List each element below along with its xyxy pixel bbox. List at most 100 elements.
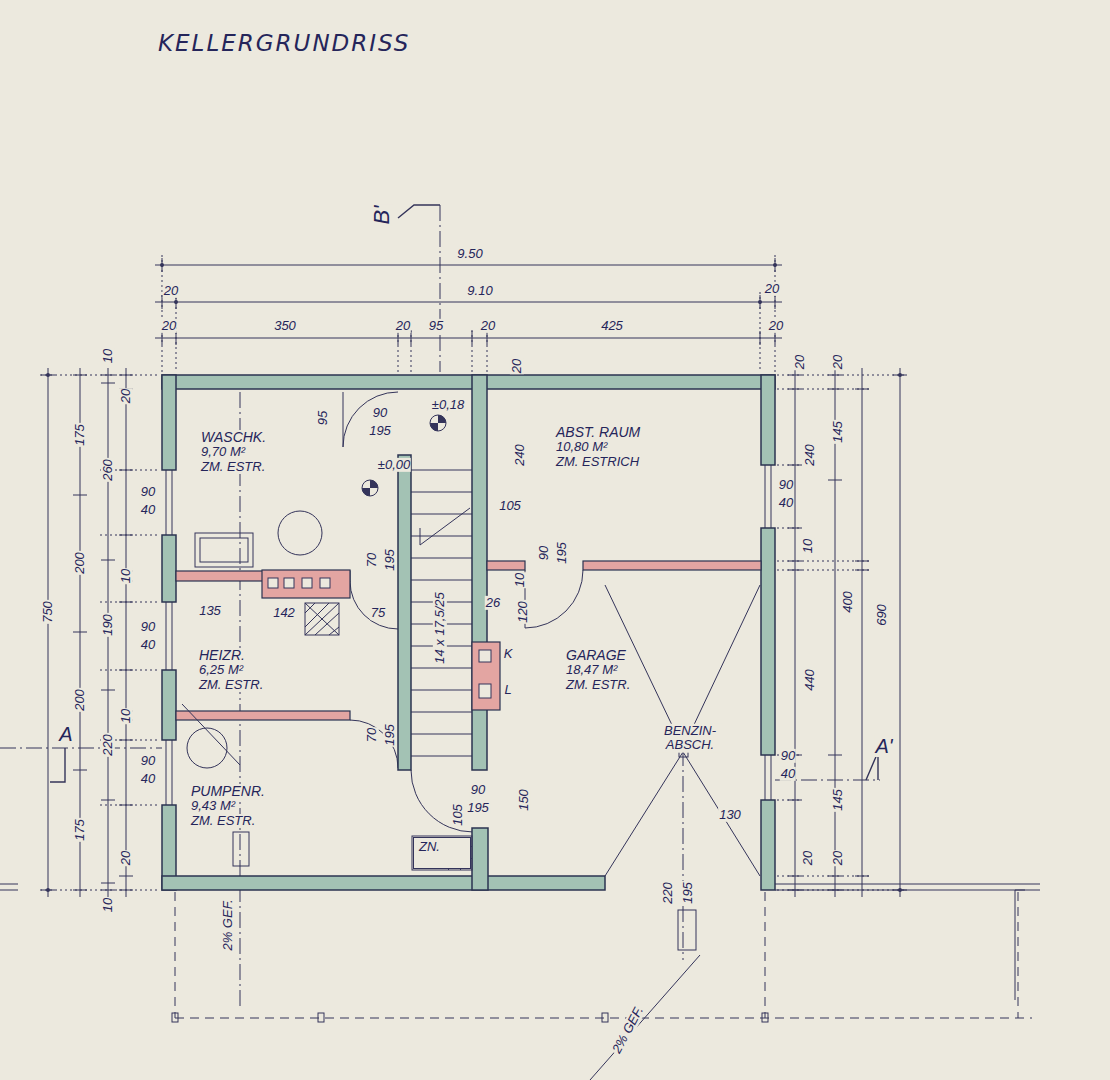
wall: [162, 876, 605, 890]
dimension-label: 40: [140, 638, 156, 652]
level-mark: [362, 415, 446, 496]
dimension-label: 90: [537, 545, 551, 561]
dimension-label: 260: [101, 458, 115, 482]
room-label: GARAGE18,47 M²ZM. ESTR.: [565, 648, 631, 692]
axis-line: [240, 392, 241, 1010]
fixture: [305, 603, 339, 635]
dimension-line: [155, 265, 782, 266]
dimension-label: 10: [101, 348, 115, 364]
wall: [761, 375, 775, 465]
dimension-line: [862, 368, 863, 897]
dimension-label: 40: [778, 496, 794, 510]
dimension-label: 95: [428, 319, 444, 333]
terrace-post: [318, 1013, 324, 1022]
room-label: ABST. RAUM10,80 M²ZM. ESTRICH: [555, 425, 641, 469]
dimension-label: 10: [513, 572, 527, 588]
fixture: [182, 704, 240, 765]
dimension-label: 14 x 17,5/25: [433, 591, 447, 665]
dimension-label: 690: [875, 603, 889, 627]
wall: [162, 535, 176, 602]
flue-opening: [284, 578, 294, 588]
flue-opening: [268, 578, 278, 588]
dimension-label: 90: [372, 406, 388, 420]
dimension-label: 195: [681, 881, 695, 905]
level-mark: [430, 415, 446, 431]
room-note: ZM. ESTR.: [200, 460, 266, 474]
dimension-label: 90: [470, 783, 486, 797]
stair-step: [411, 668, 472, 669]
dimension-label: B': [370, 205, 394, 226]
terrace-post: [602, 1013, 608, 1022]
terrace-edge: [775, 890, 1040, 891]
terrace-post: [762, 1013, 768, 1022]
axis-line: [440, 205, 441, 372]
terrace-outline: [175, 892, 176, 1018]
dimension-label: 195: [383, 548, 397, 572]
dimension-label: 2% GEF.: [221, 898, 235, 951]
window-mark: [166, 470, 172, 805]
axis-line: [683, 750, 684, 960]
dimension-label: 195: [466, 801, 490, 815]
terrace-edge: [0, 890, 18, 891]
room-name: ZN.: [418, 840, 441, 854]
extension-line: [777, 375, 905, 890]
dimension-label: 10: [101, 897, 115, 913]
wall: [398, 455, 411, 770]
dimension-label: 95: [316, 410, 330, 426]
dimension-label: 40: [140, 772, 156, 786]
dimension-line: [900, 368, 901, 897]
dimension-label: 200: [73, 688, 87, 712]
room-name: ABST. RAUM: [555, 425, 641, 440]
dimension-label: 90: [778, 478, 794, 492]
terrace-edge: [1015, 890, 1016, 1000]
axis-line: [0, 205, 880, 1010]
fixture: [233, 832, 249, 866]
fixture: [305, 603, 339, 635]
dimension-label: ±0,18: [431, 398, 465, 412]
dimension-line: [162, 258, 775, 345]
dimension-label: 425: [600, 319, 624, 333]
dimension-label: 90: [140, 754, 156, 768]
stair-step: [411, 712, 472, 713]
dimension-label: 26: [485, 596, 501, 610]
dimension-label: 175: [73, 818, 87, 842]
room-note: 10,80 M²: [555, 440, 608, 454]
stair-step: [411, 470, 472, 756]
dimension-label: 70: [365, 552, 379, 568]
dimension-label: A: [58, 723, 73, 745]
level-mark: [362, 480, 378, 496]
room-note: ZM. ESTR.: [190, 814, 256, 828]
dimension-label: 2% GEF.: [609, 1003, 647, 1057]
dimension-label: 9.50: [456, 247, 483, 261]
flue-opening: [479, 650, 491, 662]
dimension-label: A': [874, 735, 893, 757]
terrace-edge: [0, 884, 1040, 1080]
fixture: [200, 538, 248, 562]
stair-step: [420, 508, 470, 545]
stair-step: [411, 558, 472, 559]
room-note: 9,70 M²: [200, 445, 246, 459]
fixture: [278, 511, 322, 555]
terrace-outline: [175, 1018, 1032, 1019]
dimension-label: 145: [831, 788, 845, 812]
wall: [761, 528, 775, 755]
dimension-label: 150: [517, 788, 531, 812]
dimension-label: 75: [370, 606, 386, 620]
terrace-outline: [175, 892, 1032, 1018]
door-swing: [350, 581, 398, 629]
stair-step: [411, 734, 472, 735]
dimension-label: 20: [119, 850, 133, 866]
dimension-label: 190: [101, 613, 115, 637]
room-note: ZM. ESTR.: [565, 678, 631, 692]
level-mark: [430, 415, 446, 431]
terrace-outline: [1018, 892, 1019, 1018]
door-swing: [350, 720, 398, 768]
room-label: WASCHK.9,70 M²ZM. ESTR.: [200, 430, 267, 474]
dimension-line: [155, 338, 782, 339]
dimension-label: 70: [365, 727, 379, 743]
wall: [162, 670, 176, 740]
dimension-label: 20: [768, 319, 784, 333]
